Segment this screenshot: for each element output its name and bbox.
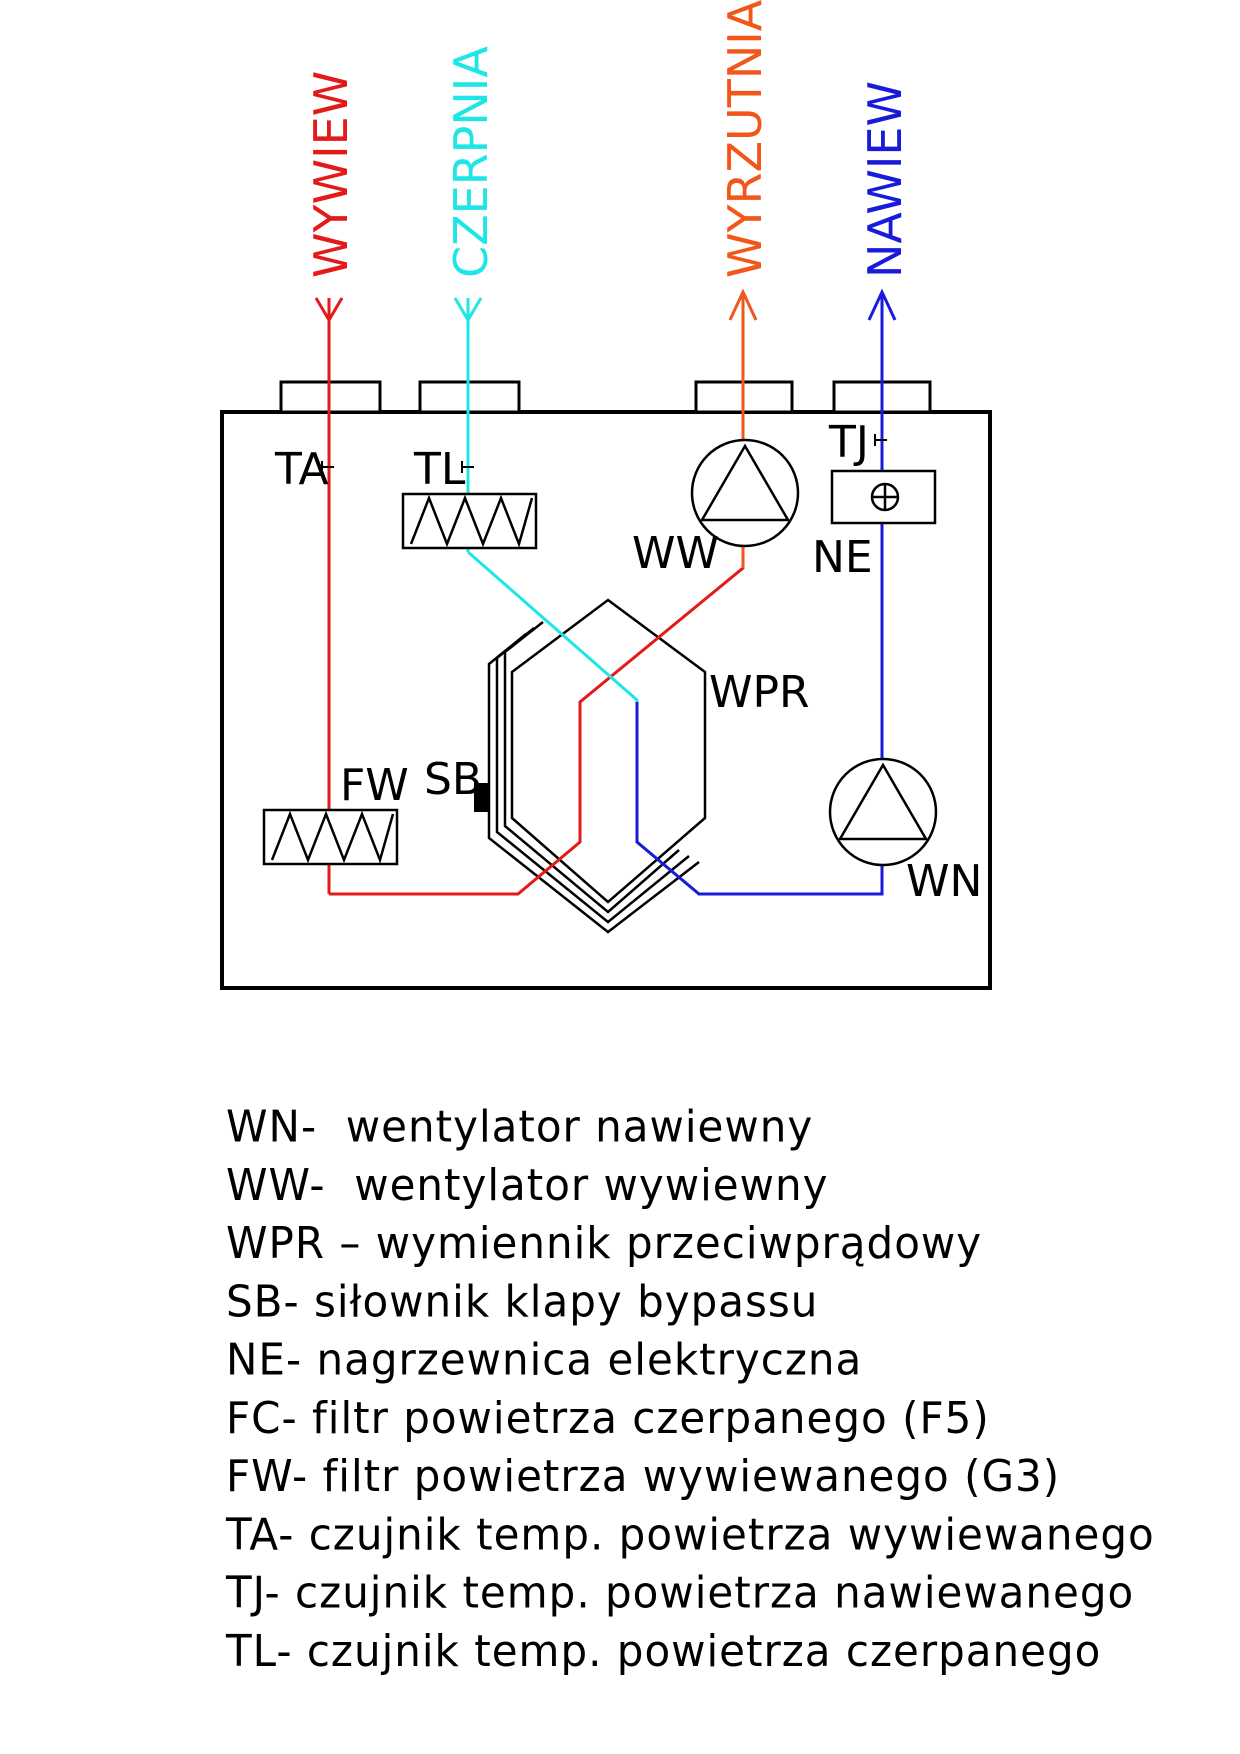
label-ta: TA <box>274 444 329 495</box>
legend-item: WN- wentylator nawiewny <box>226 1098 1226 1156</box>
duct-label-wyrzutnia: WYRZUTNIA <box>718 0 772 278</box>
label-tl: TL <box>413 444 466 495</box>
label-tj: TJ <box>828 417 869 468</box>
filter-intake <box>401 492 538 550</box>
legend-code: WPR <box>226 1217 326 1269</box>
legend-text: filtr powietrza czerpanego (F5) <box>297 1392 990 1444</box>
legend-item: TA- czujnik temp. powietrza wywiewanego <box>226 1506 1226 1564</box>
legend-item: FC- filtr powietrza czerpanego (F5) <box>226 1389 1226 1447</box>
legend-text: – wymiennik przeciwprądowy <box>325 1217 983 1269</box>
legend-text: czujnik temp. powietrza wywiewanego <box>294 1508 1155 1560</box>
legend-code: NE- <box>226 1334 303 1386</box>
duct-label-wywiew: WYWIEW <box>304 71 358 278</box>
unit-casing <box>220 410 992 990</box>
legend-text: filtr powietrza wywiewanego (G3) <box>308 1450 1061 1502</box>
label-sb: SB <box>424 754 482 805</box>
legend-code: TA- <box>226 1508 295 1560</box>
label-wn: WN <box>906 856 982 907</box>
label-wpr: WPR <box>709 667 810 718</box>
legend-item: TJ- czujnik temp. powietrza nawiewanego <box>226 1564 1226 1622</box>
exhaust-fan <box>690 438 800 548</box>
legend-item: WPR – wymiennik przeciwprądowy <box>226 1214 1226 1272</box>
legend-text: czujnik temp. powietrza czerpanego <box>292 1625 1102 1677</box>
legend-item: TL- czujnik temp. powietrza czerpanego <box>226 1622 1226 1680</box>
filter-extract <box>262 808 399 866</box>
sensor-marks <box>321 434 887 473</box>
legend-code: FC- <box>226 1392 298 1444</box>
legend-code: WN- <box>226 1101 318 1153</box>
legend-text: nagrzewnica elektryczna <box>302 1334 863 1386</box>
legend-code: TJ- <box>226 1567 281 1618</box>
legend-text: wentylator nawiewny <box>317 1101 814 1153</box>
label-ww: WW <box>632 528 719 579</box>
duct-label-nawiew: NAWIEW <box>858 81 912 278</box>
legend: WN- wentylator nawiewny WW- wentylator w… <box>226 1098 1226 1680</box>
duct-label-czerpnia: CZERPNIA <box>444 46 498 278</box>
supply-fan <box>828 757 938 867</box>
legend-text: wentylator wywiewny <box>325 1159 829 1211</box>
legend-text: czujnik temp. powietrza nawiewanego <box>280 1567 1135 1618</box>
label-fw: FW <box>340 760 409 811</box>
legend-code: SB- <box>226 1275 300 1327</box>
legend-text: siłownik klapy bypassu <box>299 1275 819 1327</box>
bypass-actuator <box>474 783 488 812</box>
legend-item: NE- nagrzewnica elektryczna <box>226 1331 1226 1389</box>
supply-air-path <box>635 288 897 896</box>
legend-item: WW- wentylator wywiewny <box>226 1156 1226 1214</box>
counterflow-heat-exchanger <box>487 598 707 934</box>
label-ne: NE <box>812 532 873 583</box>
electric-heater <box>830 469 937 525</box>
legend-item: FW- filtr powietrza wywiewanego (G3) <box>226 1447 1226 1505</box>
legend-code: TL- <box>226 1625 293 1677</box>
legend-code: FW- <box>226 1450 309 1502</box>
legend-item: SB- siłownik klapy bypassu <box>226 1273 1226 1331</box>
legend-code: WW- <box>226 1159 326 1211</box>
